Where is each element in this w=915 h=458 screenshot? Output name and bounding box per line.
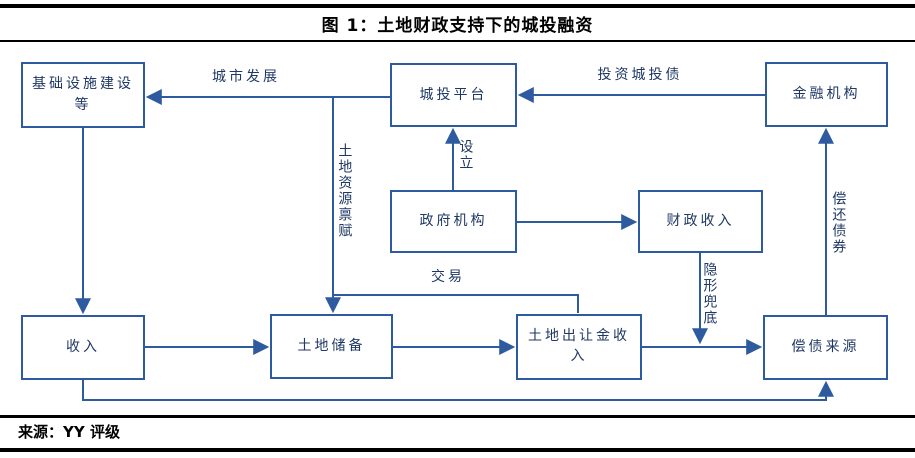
title-divider-rule [0, 40, 915, 42]
top-rule [0, 4, 915, 8]
edge-label-repay-bonds: 偿还债券 [830, 191, 847, 255]
edge-label-establish: 设立 [457, 139, 474, 171]
bottom-rule [0, 448, 915, 452]
edge-label-land-endowment: 土地资源禀赋 [336, 143, 353, 239]
node-income: 收入 [21, 315, 145, 380]
source-divider-rule [0, 415, 915, 418]
node-repayment-source: 偿债来源 [763, 315, 888, 380]
node-land-reserve: 土地储备 [270, 314, 393, 379]
edge-label-transaction: 交易 [431, 269, 465, 285]
node-government-agency: 政府机构 [390, 190, 517, 253]
edge-label-invest-city-bonds: 投资城投债 [597, 67, 683, 83]
edge-label-implicit-backstop: 隐形兜底 [701, 262, 718, 326]
edge-income-to-repayment-arrow [82, 380, 834, 401]
figure-title: 图 1：土地财政支持下的城投融资 [321, 16, 594, 36]
edge-label-urban-development: 城市发展 [212, 69, 280, 85]
node-fiscal-revenue: 财政收入 [638, 190, 763, 253]
source-label: 来源：YY 评级 [18, 423, 120, 441]
edge-transaction-line [333, 294, 579, 313]
node-city-investment-platform: 城投平台 [390, 63, 517, 127]
node-financial-institutions: 金融机构 [765, 62, 888, 127]
node-infrastructure: 基础设施建设 等 [21, 62, 145, 128]
node-land-transfer-income: 土地出让金收 入 [516, 314, 642, 380]
